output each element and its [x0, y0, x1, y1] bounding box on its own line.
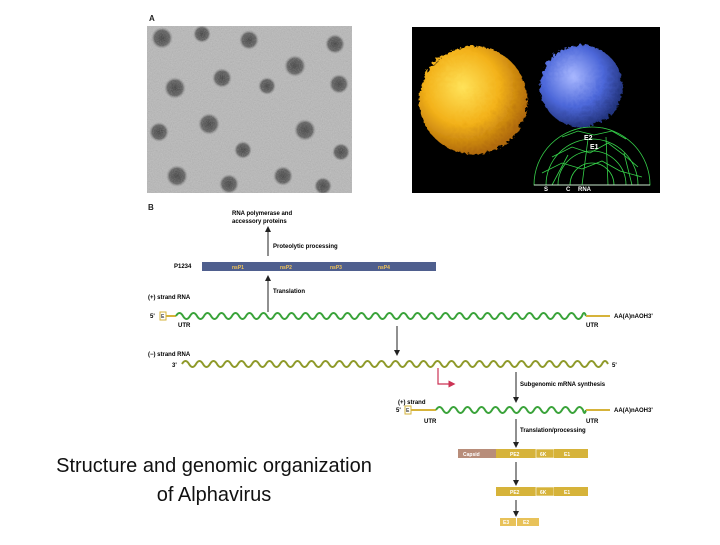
outer-surface-sphere — [418, 45, 526, 153]
e2-label-row: E2 — [523, 520, 529, 526]
translation-processing-label: Translation/processing — [520, 428, 586, 434]
nucleocapsid-sphere — [539, 44, 621, 126]
rna-polymerase-label: RNA polymerase and — [232, 211, 292, 217]
subgenomic-promoter-arrow — [438, 368, 452, 384]
translation-label: Translation — [273, 289, 305, 295]
strand1-right-utr: UTR — [586, 323, 599, 329]
caption-line-1: Structure and genomic organization — [14, 452, 414, 481]
strand1-left-utr: UTR — [178, 323, 191, 329]
c-label: C — [566, 187, 571, 193]
e1-label: E1 — [564, 452, 570, 458]
subgenomic-label: Subgenomic mRNA synthesis — [520, 382, 606, 388]
pe2-label-2: PE2 — [510, 490, 520, 496]
nsp4-label: nsP4 — [378, 265, 390, 271]
nsp3-label: nsP3 — [330, 265, 342, 271]
virion-structure-image: E2 E1 S C RNA — [412, 27, 660, 193]
strand3-five-prime: 5' — [396, 408, 401, 414]
strand3-left-utr: UTR — [424, 419, 437, 425]
caption-line-2: of Alphavirus — [14, 481, 414, 510]
structure-graphic: E2 E1 S C RNA — [412, 27, 660, 193]
strand2-three-prime: 3' — [172, 363, 177, 369]
sixk-label: 6K — [540, 452, 547, 458]
e1-label: E1 — [590, 144, 599, 151]
strand1-five-prime: 5' — [150, 314, 155, 320]
e3-label: E3 — [503, 520, 509, 526]
strand1-tail: AA(A)nAOH3' — [614, 314, 653, 320]
panel-a-label: A — [149, 14, 155, 23]
sixk-label-2: 6K — [540, 490, 547, 496]
strand3-right-utr: UTR — [586, 419, 599, 425]
strand2-wave — [182, 361, 608, 367]
micrograph-graphic — [147, 26, 352, 193]
strand2-five-prime: 5' — [612, 363, 617, 369]
e1-block — [554, 449, 588, 458]
e1-label-2: E1 — [564, 490, 570, 496]
capsid-label: Capsid — [463, 452, 480, 458]
s-label: S — [544, 187, 548, 193]
strand3-label: (+) strand — [398, 400, 426, 406]
accessory-proteins-label: accessory proteins — [232, 219, 287, 225]
panel-b-label: B — [148, 203, 154, 212]
strand1-wave — [176, 313, 586, 319]
proteolytic-processing-label: Proteolytic processing — [273, 244, 338, 250]
nsp1-label: nsP1 — [232, 265, 244, 271]
strand2-label: (−) strand RNA — [148, 352, 191, 358]
pe2-label: PE2 — [510, 452, 520, 458]
electron-micrograph-image — [147, 26, 352, 193]
strand3-wave — [436, 407, 586, 413]
strand1-label: (+) strand RNA — [148, 295, 191, 301]
strand3-tail: AA(A)nAOH3' — [614, 408, 653, 414]
e1-block-2 — [554, 487, 588, 496]
polyprotein-name: P1234 — [174, 264, 192, 270]
rna-label: RNA — [578, 187, 592, 193]
e2-label: E2 — [584, 135, 593, 142]
nsp2-label: nsP2 — [280, 265, 292, 271]
figure-caption: Structure and genomic organization of Al… — [14, 452, 414, 510]
